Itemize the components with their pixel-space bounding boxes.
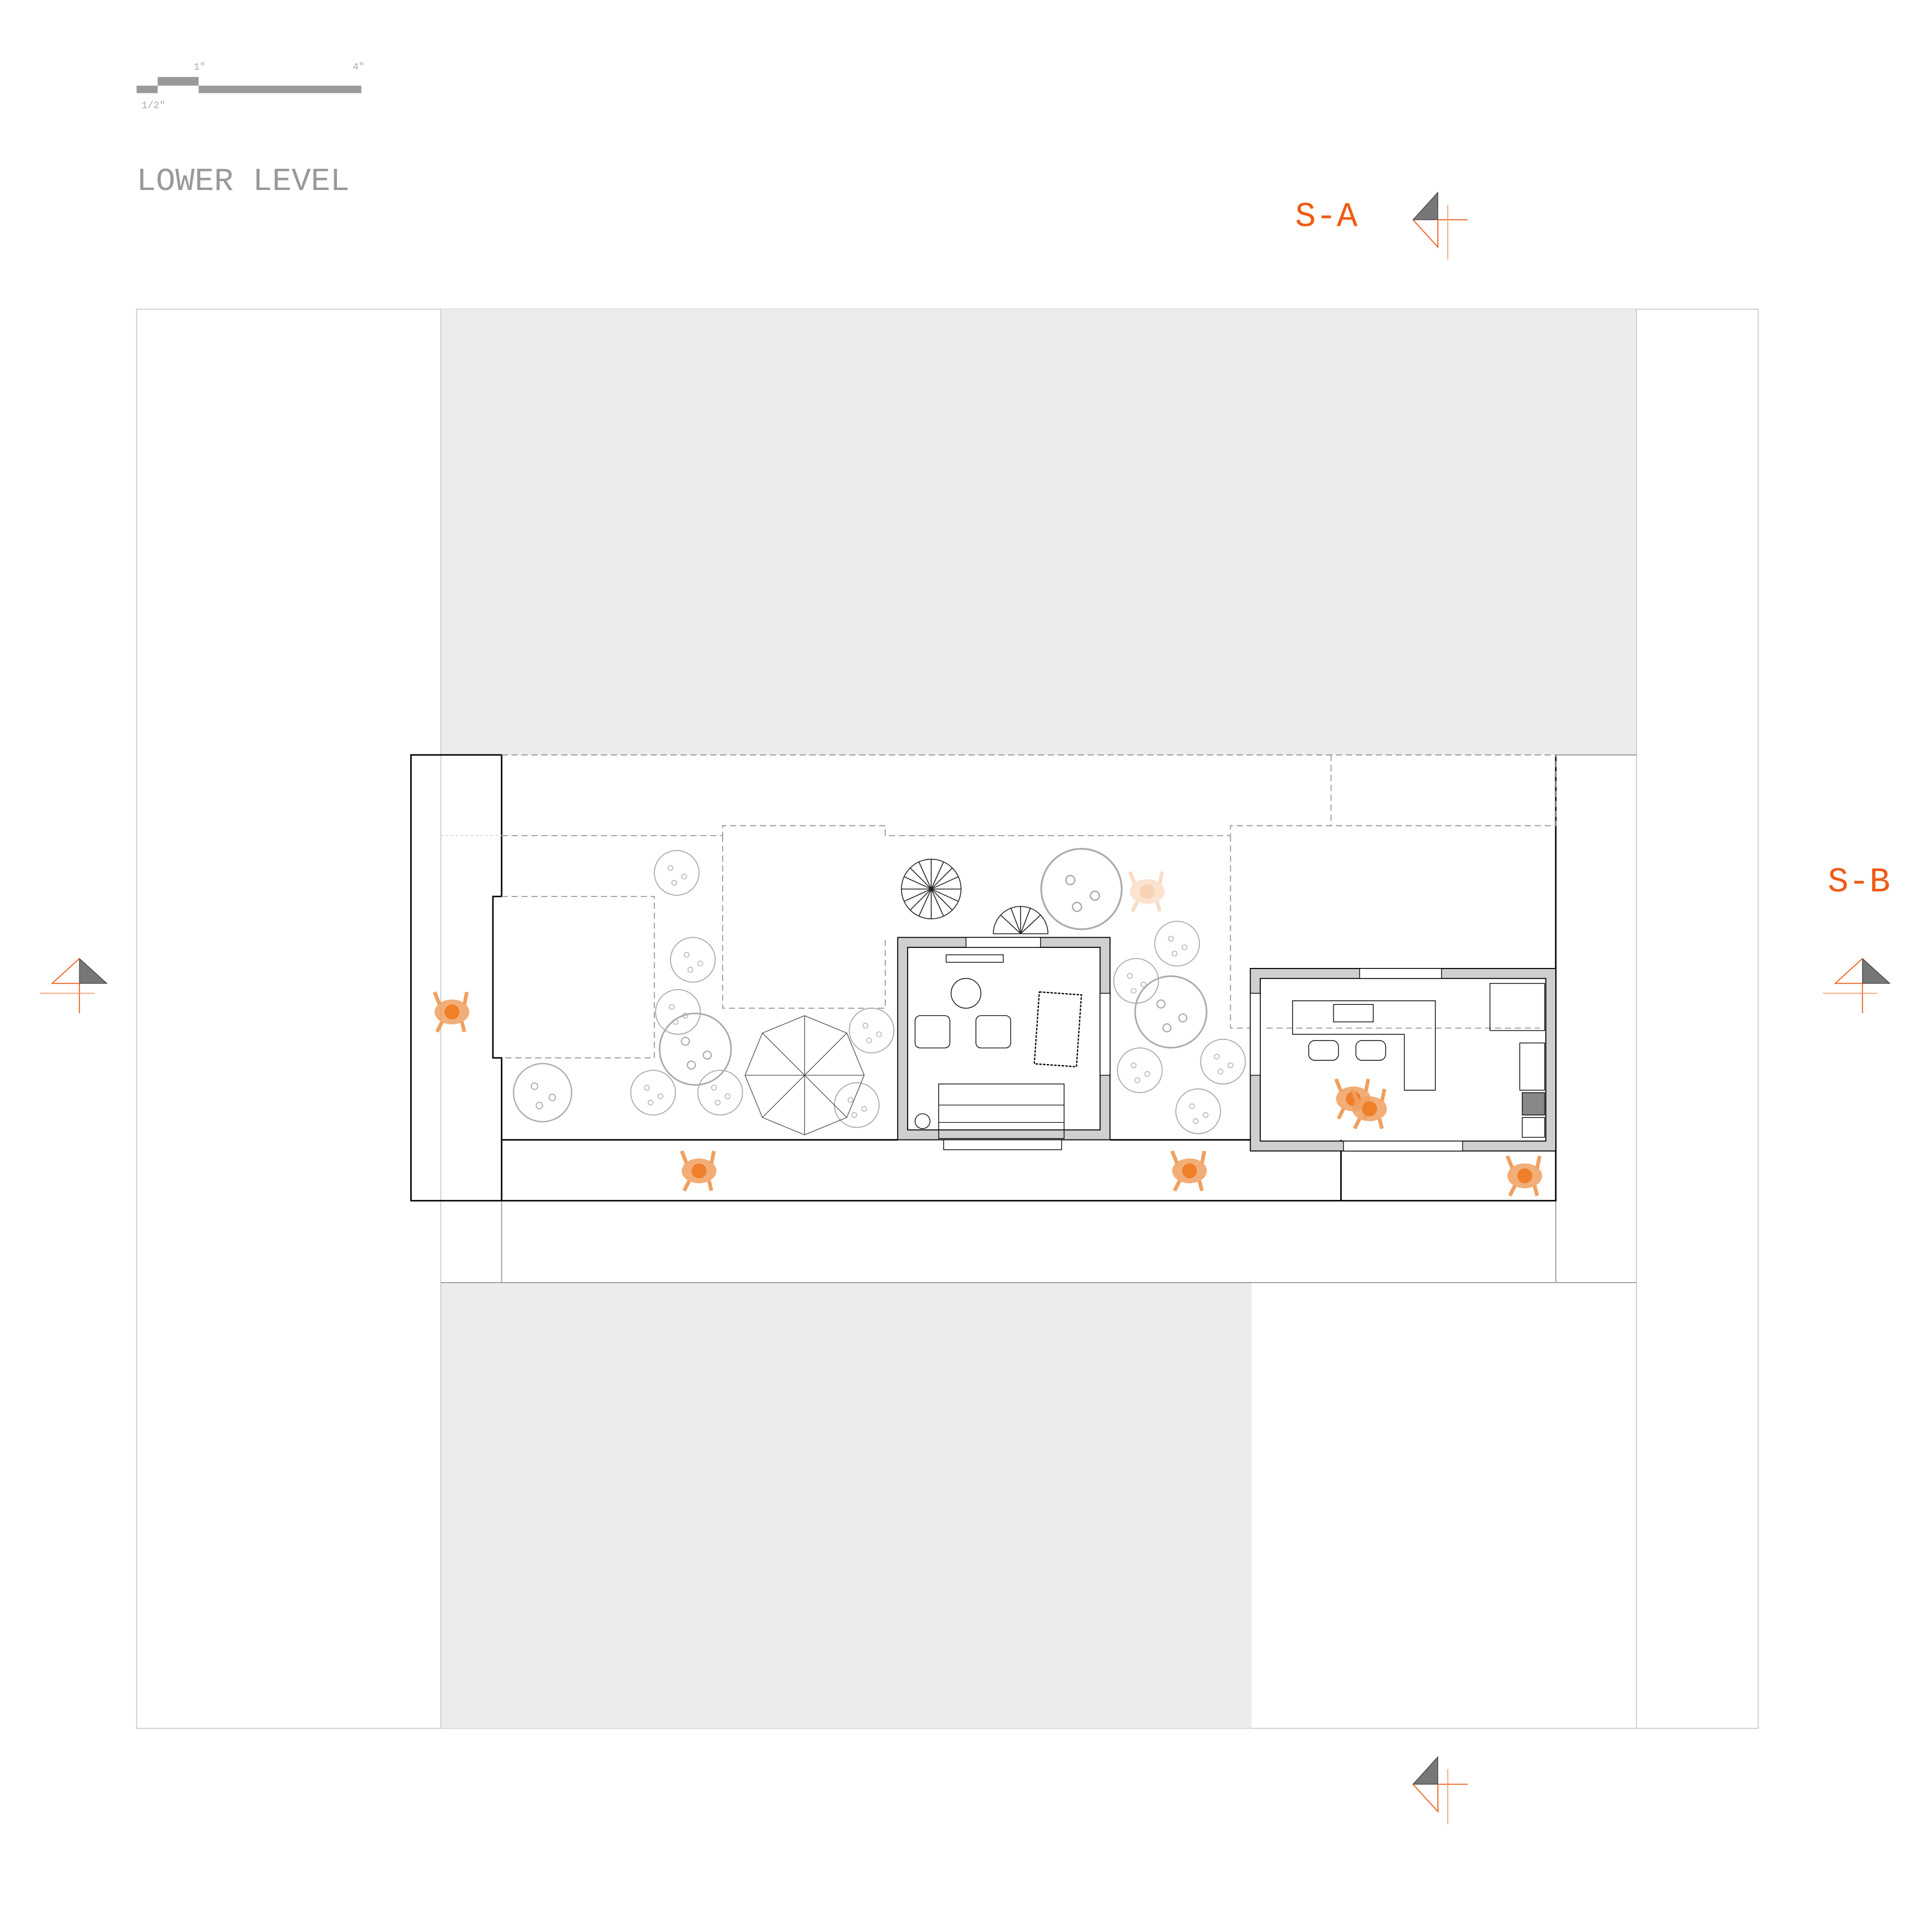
building-outline — [410, 754, 1557, 1202]
rug-icon — [1033, 991, 1083, 1067]
scale-label-half: 1/2″ — [141, 100, 165, 111]
window — [1359, 968, 1442, 979]
bar-stool — [1355, 1040, 1387, 1061]
neighbor-lot-bottom — [440, 1283, 1252, 1729]
lamp-icon — [914, 1113, 931, 1129]
tree-icon — [653, 849, 700, 896]
tree-icon — [1200, 1038, 1246, 1085]
room-living — [897, 937, 1111, 1150]
tree-icon — [1154, 920, 1200, 967]
tree-icon — [655, 989, 701, 1035]
tree-icon — [1117, 1047, 1163, 1094]
scale-bar: 1/2″ 1″ 4″ — [136, 61, 364, 111]
window — [1250, 993, 1261, 1076]
section-marker-icon[interactable] — [1412, 192, 1468, 260]
page-title: LOWER LEVEL — [136, 164, 349, 200]
person-icon — [435, 992, 469, 1032]
person-icon — [1507, 1156, 1542, 1195]
section-label-s-a: S-A — [1295, 197, 1358, 236]
person-icon — [682, 1151, 716, 1191]
bar-stool — [1308, 1040, 1339, 1061]
coffee-table — [951, 978, 981, 1009]
overhead-dashed-lines — [501, 754, 1556, 1058]
sofa-icon — [938, 1083, 1065, 1139]
scale-label-one: 1″ — [194, 61, 206, 73]
tree-icon — [1134, 975, 1208, 1049]
tree-icon — [630, 1070, 676, 1115]
room-kitchen — [1250, 968, 1556, 1152]
window — [965, 937, 1041, 948]
section-marker-icon[interactable] — [1822, 958, 1891, 1014]
umbrella-icon — [901, 858, 962, 919]
dishwasher — [1522, 1092, 1545, 1115]
neighbor-lot-top — [440, 309, 1637, 755]
umbrella-icon — [744, 1015, 865, 1136]
tree-icon — [1040, 848, 1123, 931]
tree-icon — [658, 1012, 732, 1086]
tree-icon — [512, 1062, 573, 1123]
umbrella-icon — [993, 906, 1048, 934]
section-marker-icon[interactable] — [1412, 1756, 1468, 1825]
window — [943, 1139, 1062, 1150]
sink-icon — [1333, 1004, 1374, 1023]
stove-icon — [1519, 1042, 1545, 1091]
person-icon — [1130, 872, 1165, 912]
window — [1099, 993, 1110, 1076]
armchair-icon — [975, 1015, 1012, 1048]
fridge — [1489, 982, 1545, 1031]
scale-label-four: 4″ — [353, 61, 364, 73]
sink-icon — [1522, 1117, 1545, 1138]
tree-icon — [848, 1008, 895, 1053]
site — [136, 308, 1759, 1729]
tv-console — [946, 954, 1004, 963]
section-label-s-b: S-B — [1827, 862, 1890, 902]
tree-icon — [670, 937, 716, 983]
kitchen-island — [1292, 1000, 1436, 1091]
window — [1343, 1141, 1463, 1152]
tree-icon — [1175, 1088, 1221, 1134]
person-icon — [1172, 1151, 1207, 1191]
tree-icon — [834, 1082, 880, 1128]
tree-icon — [697, 1070, 743, 1115]
armchair-icon — [914, 1015, 951, 1048]
section-marker-icon[interactable] — [39, 958, 107, 1014]
